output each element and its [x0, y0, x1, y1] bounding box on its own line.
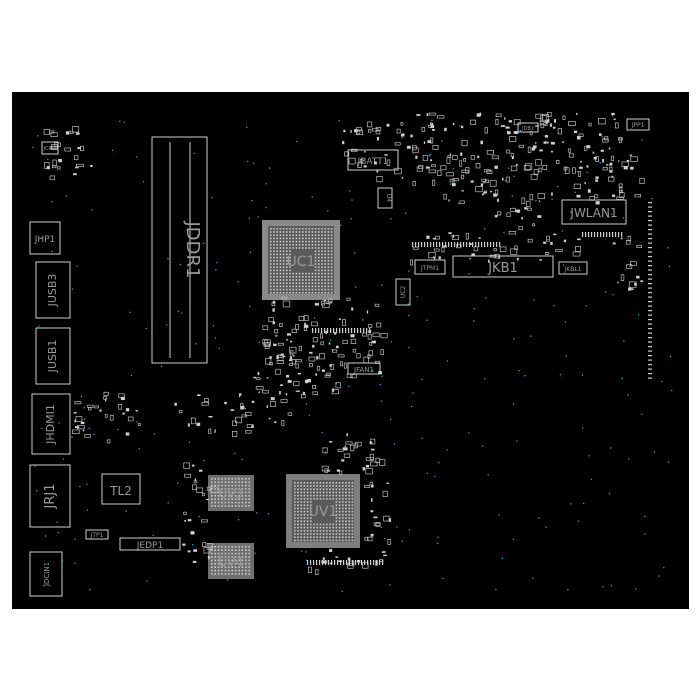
component-jhp1: JHP1	[29, 221, 61, 255]
label-jfan1: JFAN1	[353, 366, 374, 374]
via-cluster	[32, 115, 673, 593]
component-jbatt1: JBATT1	[347, 149, 399, 171]
label-uc2: UC2	[400, 286, 407, 299]
component-jusb3: JUSB3	[35, 261, 71, 319]
component-jusb1: JUSB1	[35, 327, 71, 385]
component-jdcin1: JDCIN1	[29, 551, 63, 597]
component-uc2: UC2	[395, 278, 411, 306]
component-uc1: UC1	[262, 220, 340, 300]
component-tl2: TL2	[101, 473, 141, 505]
component-jhdmi1: JHDMI1	[31, 393, 71, 455]
label-jcam: JCAM	[43, 146, 57, 152]
label-u4: U4	[385, 194, 392, 202]
uv4-ball-grid	[211, 546, 250, 575]
label-jhdmi1: JHDMI1	[44, 404, 57, 445]
label-jedp1: JEDP1	[136, 541, 163, 551]
component-jrj1: JRJ1	[29, 464, 71, 528]
component-jkb1: JKB1	[452, 255, 554, 278]
label-jhp1: JHP1	[34, 235, 56, 245]
label-jtp1: JTP1	[90, 532, 104, 539]
component-uv1: UV1	[286, 474, 360, 548]
board-layout-svg: JDDR1 UC1 UV1 UV3 UV4 JKB1 JWLAN1 JBA	[29, 112, 673, 597]
label-uc1: UC1	[287, 254, 316, 270]
small-components	[43, 112, 652, 575]
label-jrj1: JRJ1	[43, 484, 58, 510]
label-jusb3: JUSB3	[46, 274, 59, 308]
label-jwlan1: JWLAN1	[569, 206, 617, 220]
uv1-ball-grid	[294, 482, 354, 542]
pcb-board: JDDR1 UC1 UV1 UV3 UV4 JKB1 JWLAN1 JBA	[12, 92, 689, 609]
component-jtpm1: JTPM1	[414, 259, 446, 275]
component-jwlan1: JWLAN1	[561, 199, 627, 225]
label-tl2: TL2	[109, 484, 132, 498]
label-uv3: UV3	[219, 487, 244, 501]
uv3-ball-grid	[211, 478, 250, 507]
component-u4: U4	[377, 187, 393, 209]
label-jkb1: JKB1	[487, 261, 518, 276]
label-jddr1: JDDR1	[182, 221, 203, 279]
component-jpp1: JPP1	[626, 118, 650, 131]
component-jkbl1: JKBL1	[558, 261, 588, 275]
component-jedp1: JEDP1	[119, 537, 181, 551]
component-jfan1: JFAN1	[347, 362, 381, 375]
label-jdb1: JDB1	[521, 126, 534, 132]
label-jdcin1: JDCIN1	[43, 562, 51, 587]
component-jdb1: JDB1	[517, 122, 539, 133]
uc1-ball-grid	[270, 228, 333, 294]
label-jkbl1: JKBL1	[564, 266, 582, 273]
label-jusb1: JUSB1	[46, 340, 59, 374]
component-jddr1: JDDR1	[151, 136, 208, 364]
label-jtpm1: JTPM1	[420, 265, 439, 272]
label-jbatt1: JBATT1	[357, 157, 389, 167]
label-uv4: UV4	[219, 555, 244, 569]
label-uv1: UV1	[309, 504, 338, 520]
component-jcam: JCAM	[41, 141, 59, 155]
component-jtp1: JTP1	[85, 529, 109, 540]
component-uv4: UV4	[208, 543, 254, 579]
label-jpp1: JPP1	[631, 122, 645, 129]
